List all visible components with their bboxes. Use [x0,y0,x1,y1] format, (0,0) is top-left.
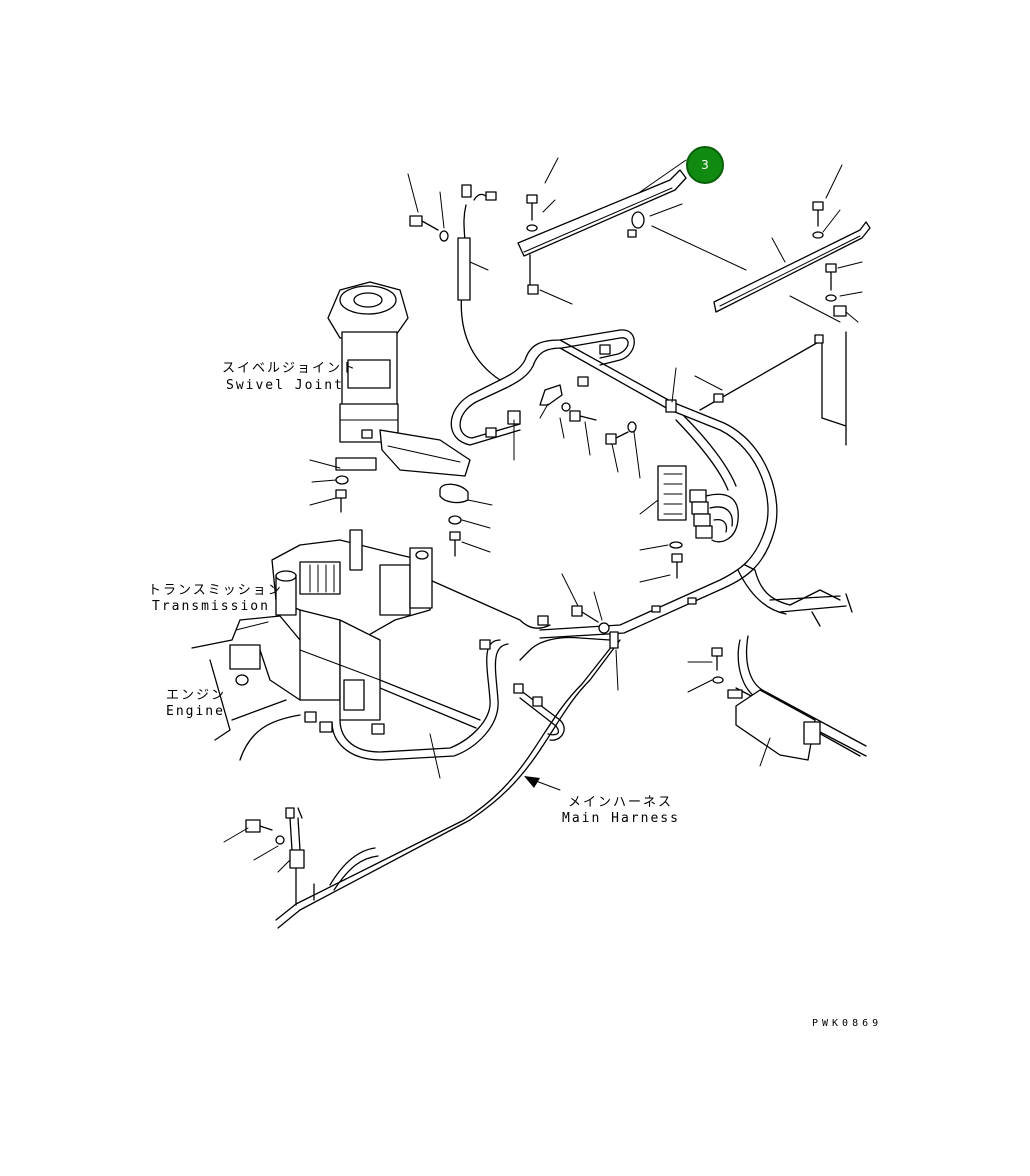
sensor-cable-top [407,173,501,381]
harness-clips [485,344,697,691]
leader-lines-lower [429,733,561,791]
clamp-swivel [439,483,493,557]
main-harness-label-jp: メインハーネス [568,795,674,810]
relay-block [639,465,739,583]
engine-label-en: Engine [166,704,225,719]
sensor-lower-left [223,807,305,906]
bolt-top-2 [812,201,824,239]
top-bracket-left [517,169,687,291]
transmission-label-en: Transmission [152,599,270,614]
transmission-label-jp: トランスミッション [148,583,283,598]
drawing-code: PWK0869 [812,1018,883,1029]
bolt-cluster-center [559,402,641,479]
harness-transmission-loop [304,579,565,761]
engine-label-jp: エンジン [166,688,227,703]
bolt-sensor [409,215,449,242]
bolt-top-1 [526,194,538,232]
swivel-joint-label-en: Swivel Joint [226,378,344,393]
top-bracket-right [713,221,871,313]
swivel-joint-label-jp: スイベルジョイント [222,361,358,376]
frame-right-vertical [694,331,847,446]
nut-top [527,284,539,295]
bolt-mid [561,573,610,634]
engine-part [191,615,301,761]
swivel-joint-part [327,281,471,477]
callout-badge: 3 [686,146,724,184]
leader-lines-top [539,157,863,323]
transmission-part [271,529,433,721]
main-harness-label-en: Main Harness [562,811,680,826]
bolt-top-3 [825,263,847,317]
harness-upper-loop [450,329,778,639]
bracket-swivel-base [309,457,377,513]
harness-lower-route [275,636,621,929]
frame-right-lower [687,564,867,767]
clamp-top [627,211,645,238]
